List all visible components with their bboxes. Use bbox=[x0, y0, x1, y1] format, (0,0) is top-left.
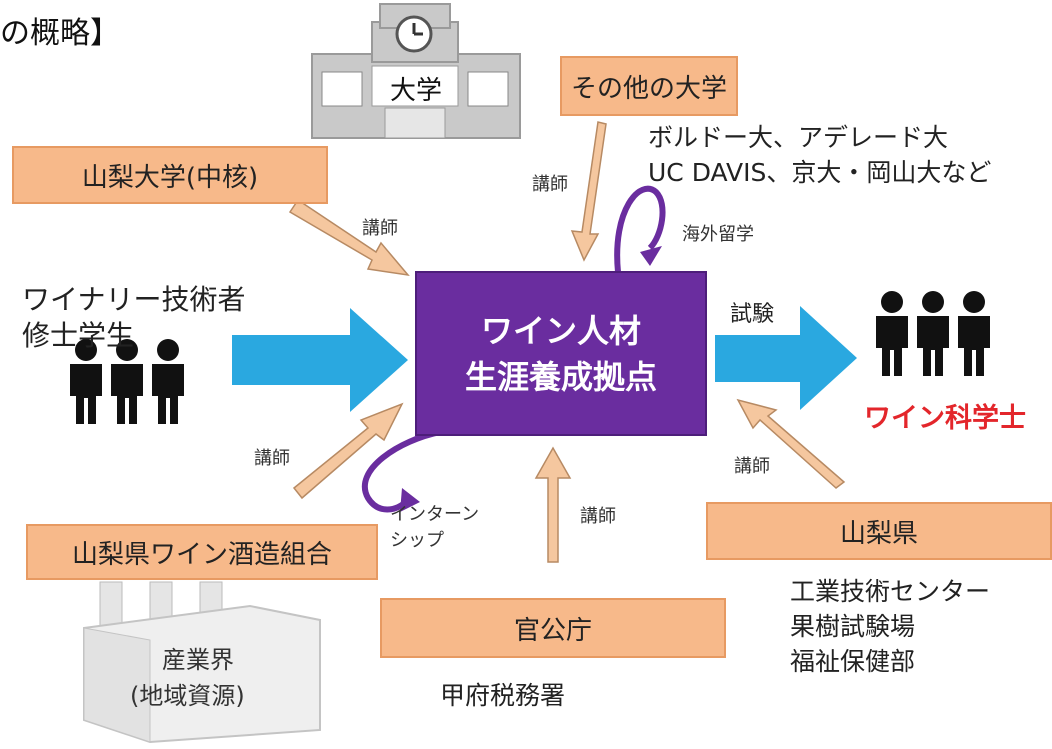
students-in-arrow bbox=[232, 308, 408, 412]
students-people-icon bbox=[70, 339, 184, 424]
students-label-line2: 修士学生 bbox=[22, 319, 135, 352]
study-abroad-loop bbox=[614, 185, 666, 273]
factory-illustration bbox=[83, 581, 321, 744]
winery-union-box: 山梨県ワイン酒造組合 bbox=[26, 524, 378, 580]
university-building-icon bbox=[311, 3, 521, 139]
outcome-label: ワイン科学士 bbox=[864, 403, 1026, 434]
lecturer-label-bottom: 講師 bbox=[580, 506, 616, 527]
study-abroad-label: 海外留学 bbox=[682, 224, 754, 245]
yamanashi-university-box: 山梨大学(中核) bbox=[12, 146, 328, 204]
arrow-from-prefecture bbox=[736, 398, 846, 489]
center-hub-line2: 生涯養成拠点 bbox=[464, 357, 657, 396]
prefecture-item-1: 工業技術センター bbox=[790, 577, 991, 606]
prefecture-item-2: 果樹試験場 bbox=[790, 612, 916, 641]
government-item: 甲府税務署 bbox=[440, 681, 566, 710]
yamanashi-prefecture-box: 山梨県 bbox=[706, 502, 1052, 560]
lecturer-label-left-bottom: 講師 bbox=[254, 448, 290, 469]
lecturer-label-right: 講師 bbox=[734, 456, 770, 477]
lecturer-label-left-top: 講師 bbox=[362, 218, 398, 239]
internship-loop bbox=[362, 429, 441, 513]
diagram-title: の概略】 bbox=[0, 16, 120, 51]
arrow-from-government bbox=[534, 446, 572, 563]
other-universities-box: その他の大学 bbox=[560, 56, 738, 116]
exam-label: 試験 bbox=[730, 302, 775, 327]
other-universities-item-1: ボルドー大、アデレード大 bbox=[648, 123, 949, 152]
lecturer-arrows bbox=[288, 121, 846, 563]
industry-label-line1: 産業界 bbox=[162, 646, 234, 674]
arrow-from-yamanashi-university bbox=[288, 198, 410, 277]
industry-label-line2: (地域資源) bbox=[130, 682, 245, 710]
center-hub-box: ワイン人材 生涯養成拠点 bbox=[415, 271, 707, 436]
government-box: 官公庁 bbox=[380, 598, 726, 658]
university-building-label: 大学 bbox=[389, 76, 442, 106]
graduates-people-icon bbox=[876, 291, 990, 376]
internship-label-line2: シップ bbox=[390, 530, 444, 551]
lecturer-label-top: 講師 bbox=[532, 174, 568, 195]
arrow-from-winery-union bbox=[292, 402, 404, 500]
arrow-from-other-universities bbox=[570, 121, 607, 262]
students-label-line1: ワイナリー技術者 bbox=[22, 283, 246, 316]
prefecture-item-3: 福祉保健部 bbox=[790, 647, 916, 676]
other-universities-item-2: UC DAVIS、京大・岡山大など bbox=[648, 158, 992, 187]
center-hub-line1: ワイン人材 bbox=[480, 311, 641, 350]
exam-out-arrow bbox=[715, 306, 857, 410]
internship-label-line1: インターン bbox=[390, 504, 480, 525]
